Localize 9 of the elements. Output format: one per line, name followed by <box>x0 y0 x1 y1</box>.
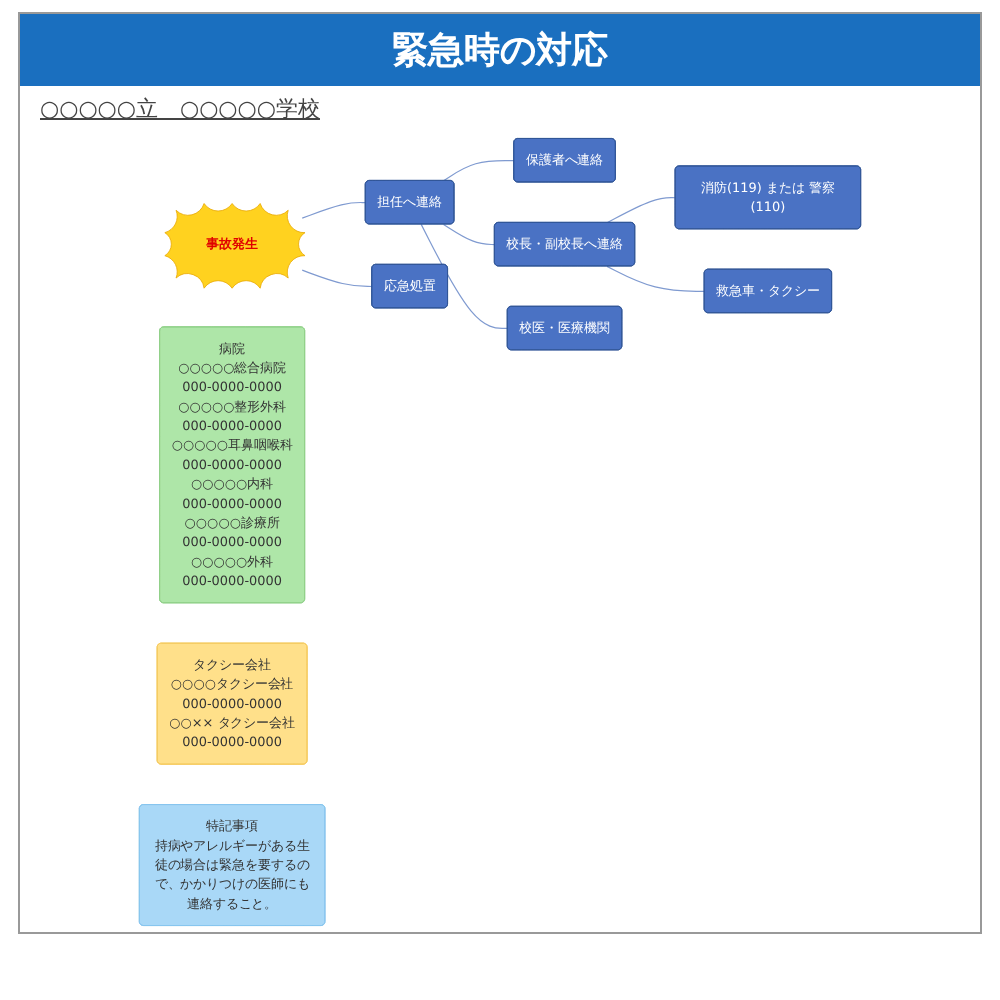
connector <box>606 197 677 224</box>
connector <box>442 223 496 246</box>
connector <box>442 159 515 182</box>
connector <box>420 223 509 330</box>
title: 緊急時の対応 <box>20 14 980 86</box>
connector <box>301 201 367 219</box>
school-name: ○○○○○立 ○○○○○学校 <box>40 96 320 122</box>
connector <box>301 269 373 288</box>
connector <box>606 265 706 292</box>
